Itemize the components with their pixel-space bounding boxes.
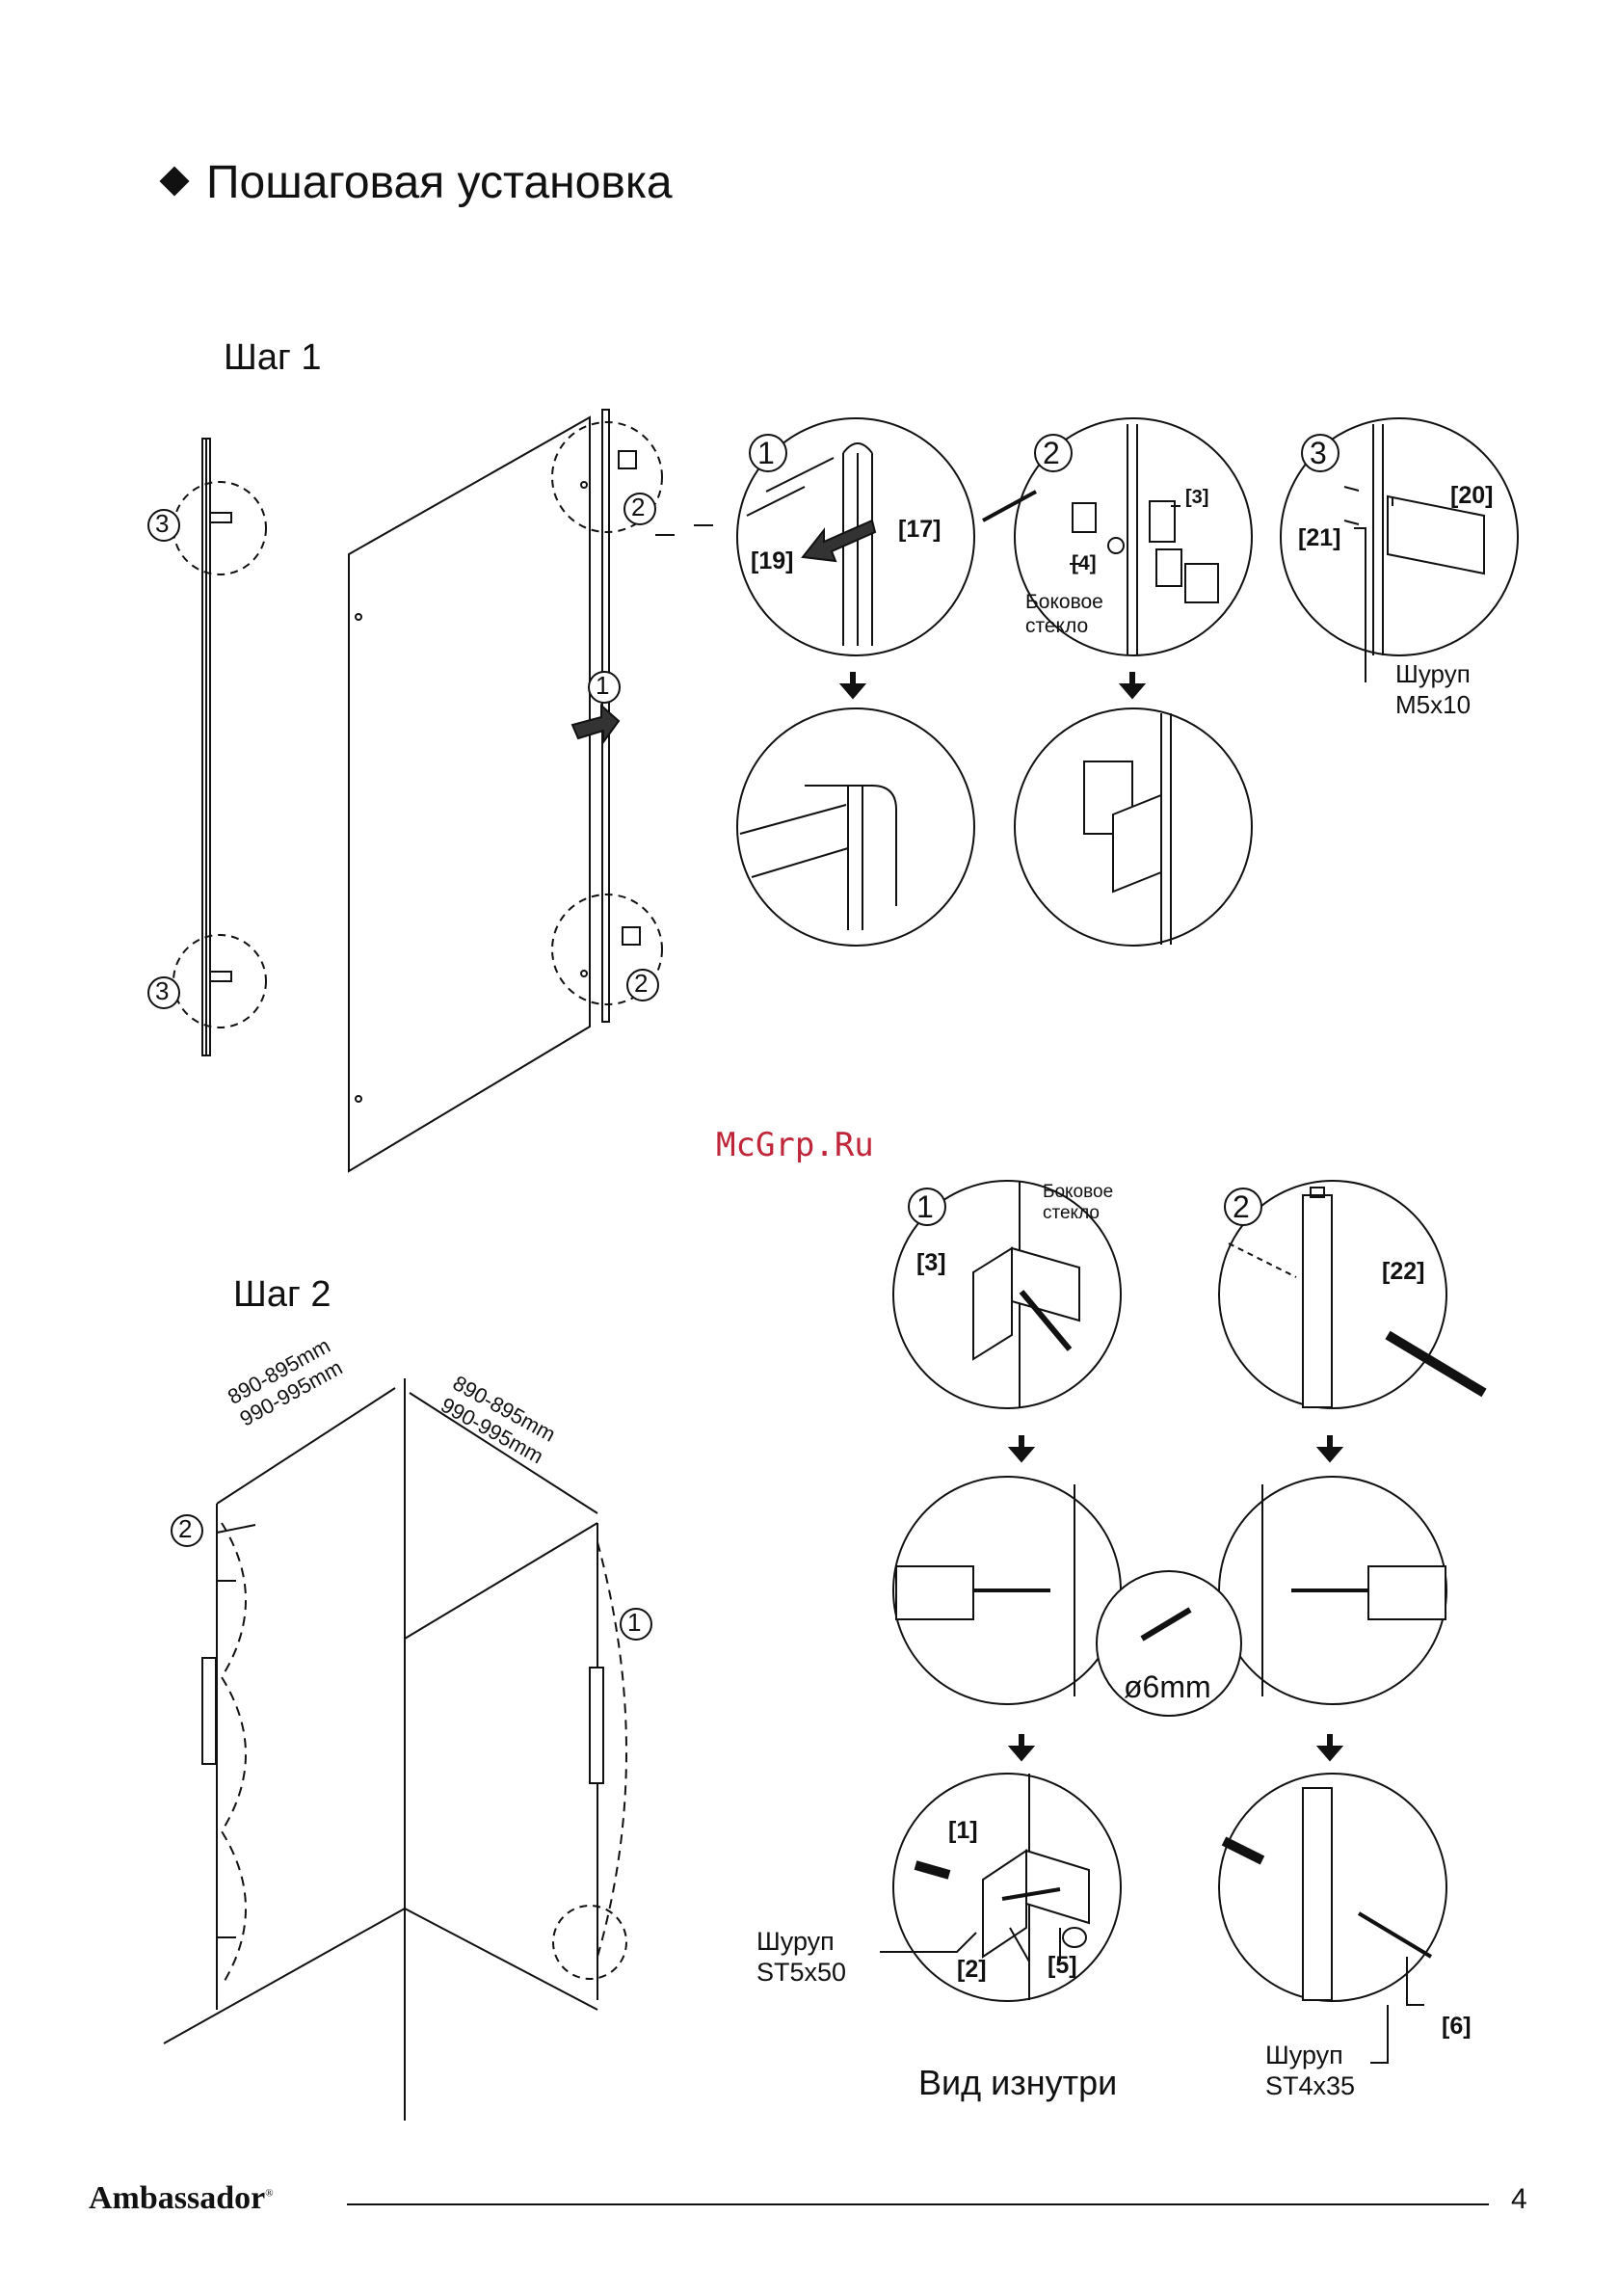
screw-m5-line-2: M5x10 — [1395, 689, 1471, 720]
part-label-5: [5] — [1048, 1952, 1077, 1980]
part-label-4: [4] — [1072, 552, 1097, 575]
part-label-3: [3] — [1185, 487, 1208, 509]
screw-m5-note: Шуруп M5x10 — [1395, 658, 1471, 720]
footer-rule — [347, 2203, 1489, 2205]
step1-side-marker-3-bottom: 3 — [155, 976, 169, 1006]
circled-numbers — [148, 435, 1339, 1640]
side-glass-note-2: Боковое стекло — [1043, 1182, 1113, 1224]
page-number: 4 — [1511, 2183, 1527, 2216]
dashed-path-left — [222, 1523, 246, 1986]
result-1-circle — [737, 708, 974, 946]
result-2-hinge — [1084, 713, 1171, 945]
step1-marker-1: 1 — [757, 436, 775, 471]
inside-view-label: Вид изнутри — [918, 2063, 1117, 2103]
step2-marker-1: 1 — [916, 1189, 934, 1225]
brand-logo: Ambassador® — [89, 2180, 274, 2217]
step1-marker-2: 2 — [1043, 436, 1060, 471]
part-label-6: [6] — [1442, 2013, 1472, 2041]
screw-st5-note: Шуруп ST5x50 — [756, 1926, 846, 1988]
side-glass-line-2: стекло — [1025, 614, 1103, 638]
screw-st5-line-1: Шуруп — [756, 1926, 846, 1957]
part-label-21: [21] — [1298, 524, 1340, 552]
wall-profile-left — [202, 439, 231, 1055]
side-glass-note-1: Боковое стекло — [1025, 590, 1103, 638]
part-label-1: [1] — [948, 1817, 978, 1845]
part-label-19: [19] — [751, 547, 793, 575]
screw-st4-line-2: ST4x35 — [1265, 2070, 1355, 2101]
screw-st4-line-1: Шуруп — [1265, 2040, 1355, 2070]
part-label-22: [22] — [1382, 1258, 1424, 1286]
side-glass2-line-2: стекло — [1043, 1203, 1113, 1224]
s2-drill-1 — [896, 1484, 1074, 1696]
watermark: McGrp.Ru — [716, 1126, 874, 1164]
brand-name: Ambassador — [89, 2180, 265, 2216]
screw-m5-line-1: Шуруп — [1395, 658, 1471, 689]
detail-circle-bottom-right — [553, 1906, 626, 1979]
result-1-profile — [740, 786, 896, 930]
corner-walls — [164, 1378, 603, 2121]
step1-side-marker-2-top: 2 — [631, 493, 645, 522]
part-label-20: [20] — [1450, 482, 1493, 510]
arrow-down-1 — [841, 673, 864, 698]
step1-marker-3: 3 — [1310, 436, 1327, 471]
step1-side-marker-2-bottom: 2 — [634, 969, 648, 999]
s2-fix-2 — [1224, 1788, 1431, 2000]
step1-side-marker-3-top: 3 — [155, 509, 169, 539]
step1-side-marker-1: 1 — [596, 671, 609, 701]
step2-marker-2: 2 — [1233, 1189, 1250, 1225]
screw-st5-line-2: ST5x50 — [756, 1957, 846, 1988]
side-glass-line-1: Боковое — [1025, 590, 1103, 614]
part-label-2: [2] — [957, 1956, 987, 1984]
drill-size-label: ø6mm — [1124, 1669, 1211, 1705]
side-glass2-line-1: Боковое — [1043, 1182, 1113, 1203]
detail-circle-3-top — [173, 482, 266, 574]
side-glass-panel — [349, 410, 640, 1171]
step2-side-marker-2: 2 — [178, 1514, 192, 1544]
brand-mark: ® — [265, 2188, 273, 2200]
part-label-17: [17] — [898, 516, 941, 544]
screw-st4-note: Шуруп ST4x35 — [1265, 2040, 1355, 2101]
step2-side-marker-1: 1 — [627, 1608, 641, 1638]
arrow-down-2 — [1121, 673, 1144, 698]
part-label-s2-3: [3] — [916, 1249, 946, 1277]
